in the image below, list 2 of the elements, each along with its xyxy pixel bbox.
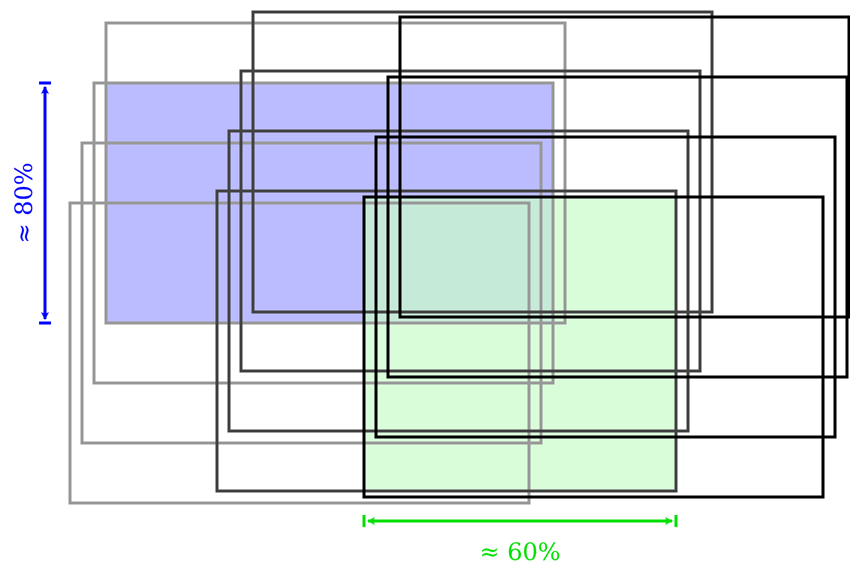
dimension-label: ≈ 60% — [479, 538, 561, 565]
dimension-label: ≈ 80% — [10, 162, 38, 244]
